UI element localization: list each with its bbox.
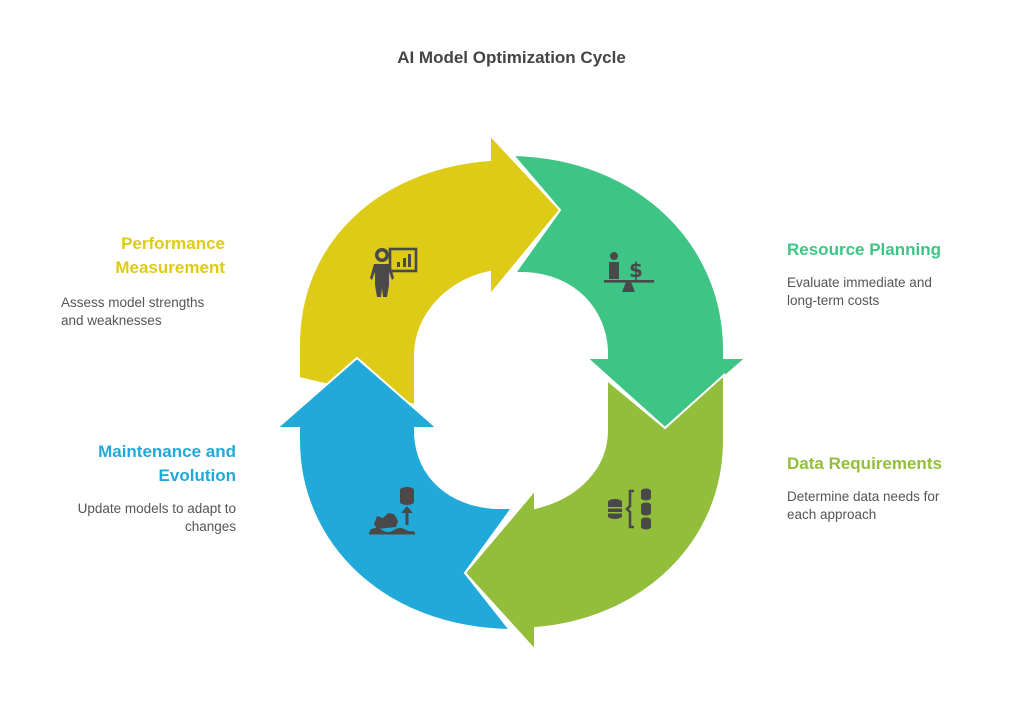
heading-line: Measurement (115, 258, 225, 277)
arrow-segment-performance (298, 132, 562, 407)
arrow-segment-maintenance (274, 356, 514, 632)
description-line: Determine data needs for (787, 489, 940, 504)
heading-line: Evolution (158, 466, 236, 485)
description-line: each approach (787, 507, 877, 522)
description-line: Evaluate immediate and (787, 275, 932, 290)
gears-database-upgrade-icon (369, 487, 415, 535)
heading-line: Performance (121, 234, 225, 253)
diagram-title: AI Model Optimization Cycle (397, 48, 626, 67)
heading-line: Maintenance and (98, 442, 236, 461)
stage-heading-resource: Resource Planning (787, 238, 987, 262)
arrow-segment-data (463, 372, 725, 653)
stage-heading-data: Data Requirements (787, 452, 987, 476)
description-line: Assess model strengths (61, 295, 205, 310)
presenter-chart-icon (370, 247, 418, 297)
stage-description-data: Determine data needs for each approach (787, 488, 987, 524)
svg-text:$: $ (629, 258, 643, 282)
heading-line: Resource Planning (787, 240, 941, 259)
stage-description-performance: Assess model strengths and weaknesses (61, 294, 225, 330)
description-line: changes (184, 519, 236, 534)
stage-heading-performance: Performance Measurement (40, 232, 225, 280)
description-line: long-term costs (787, 293, 880, 308)
stage-description-resource: Evaluate immediate and long-term costs (787, 274, 987, 310)
stage-label-performance: Performance Measurement Assess model str… (40, 232, 225, 330)
description-line: and weaknesses (61, 313, 162, 328)
stage-description-maintenance: Update models to adapt to changes (40, 500, 236, 536)
description-line: Update models to adapt to (77, 501, 236, 516)
database-branching-icon (608, 488, 651, 530)
stage-label-resource: Resource Planning Evaluate immediate and… (787, 238, 987, 310)
person-dollar-balance-icon: $ (604, 252, 654, 292)
heading-line: Data Requirements (787, 454, 942, 473)
stage-label-maintenance: Maintenance and Evolution Update models … (40, 440, 236, 536)
stage-label-data: Data Requirements Determine data needs f… (787, 452, 987, 524)
stage-heading-maintenance: Maintenance and Evolution (40, 440, 236, 488)
